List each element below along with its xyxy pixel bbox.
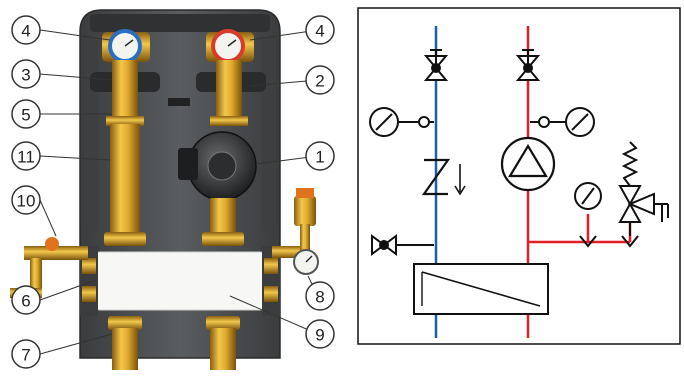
pipe-right-nut (202, 232, 244, 246)
svg-text:6: 6 (21, 292, 30, 311)
thermometer-needle (227, 39, 237, 47)
safety-valve-body (294, 196, 316, 226)
heat-exchanger-icon (413, 263, 549, 315)
housing-slot (168, 98, 190, 106)
svg-text:10: 10 (17, 192, 36, 211)
svg-text:9: 9 (315, 326, 324, 345)
supply-column (178, 29, 266, 246)
hydraulic-schematic (357, 7, 681, 345)
ball-valve-icon (515, 49, 541, 81)
callout-8: 8 (305, 281, 335, 311)
product-illustration (10, 9, 319, 370)
housing-top-groove (90, 14, 270, 32)
safety-valve-cap (296, 188, 314, 198)
distributor-block (93, 251, 267, 311)
fitting-bottom-left (108, 316, 142, 330)
callout-10: 10 (11, 185, 41, 215)
pipe-right-lower (210, 198, 236, 234)
pipe-left-upper (112, 60, 138, 120)
distributor-port-left-2 (82, 286, 96, 302)
distributor-port-right (264, 258, 278, 274)
svg-text:11: 11 (17, 148, 35, 167)
pipe-right-collar (210, 116, 248, 126)
fitting-bottom-right (206, 316, 240, 330)
callout-2: 2 (305, 65, 335, 95)
safety-valve-icon (618, 141, 669, 248)
svg-text:2: 2 (315, 72, 324, 91)
pipe-left-nut (104, 232, 146, 246)
callout-1: 1 (305, 141, 335, 171)
ball-valve-icon (423, 49, 449, 81)
svg-text:3: 3 (21, 66, 30, 85)
pipe-right-upper (216, 60, 242, 120)
callout-9: 9 (305, 319, 335, 349)
pressure-gauge-needle (305, 255, 313, 263)
callout-6: 6 (11, 285, 41, 315)
gauge-drain-symbol (579, 235, 597, 248)
callout-11: 11 (11, 141, 41, 171)
drain-pipe-left-drop (30, 258, 42, 294)
fitting-bottom-right-stem (210, 328, 236, 370)
pressure-gauge-icon (574, 182, 602, 210)
housing-side-groove-left (84, 40, 98, 230)
thermometer-icon (369, 107, 434, 137)
pump-rotor (207, 151, 237, 181)
svg-text:4: 4 (21, 22, 30, 41)
fitting-bottom-left-stem (112, 328, 138, 370)
callouts: 4 3 5 11 10 6 7 4 (11, 15, 335, 369)
return-column (90, 29, 160, 246)
callout-4-top-left: 4 (11, 15, 41, 45)
drain-pipe-left (24, 246, 88, 260)
svg-text:8: 8 (315, 288, 324, 307)
svg-text:5: 5 (21, 106, 30, 125)
safety-valve-stem (300, 224, 310, 250)
pump-terminal-box (178, 148, 198, 180)
pipe-left-main (110, 124, 140, 234)
check-valve-icon (421, 158, 451, 196)
callout-7: 7 (11, 339, 41, 369)
pipe-left-collar (106, 116, 144, 126)
thermometer-icon (530, 107, 595, 137)
distributor-port-left (82, 258, 96, 274)
housing-side-groove-right (262, 40, 276, 230)
ball-valve-icon (371, 234, 434, 256)
leader-lines (39, 29, 319, 355)
callout-5: 5 (11, 99, 41, 129)
callout-3: 3 (11, 59, 41, 89)
svg-text:1: 1 (315, 148, 324, 167)
pump-icon (500, 136, 556, 192)
svg-text:4: 4 (315, 22, 324, 41)
drain-valve-cap (45, 237, 59, 251)
thermometer-needle (124, 39, 134, 47)
flow-arrow-icon (454, 164, 466, 196)
callout-4-top-right: 4 (305, 15, 335, 45)
svg-text:7: 7 (21, 346, 30, 365)
distributor-port-right-2 (264, 286, 278, 302)
